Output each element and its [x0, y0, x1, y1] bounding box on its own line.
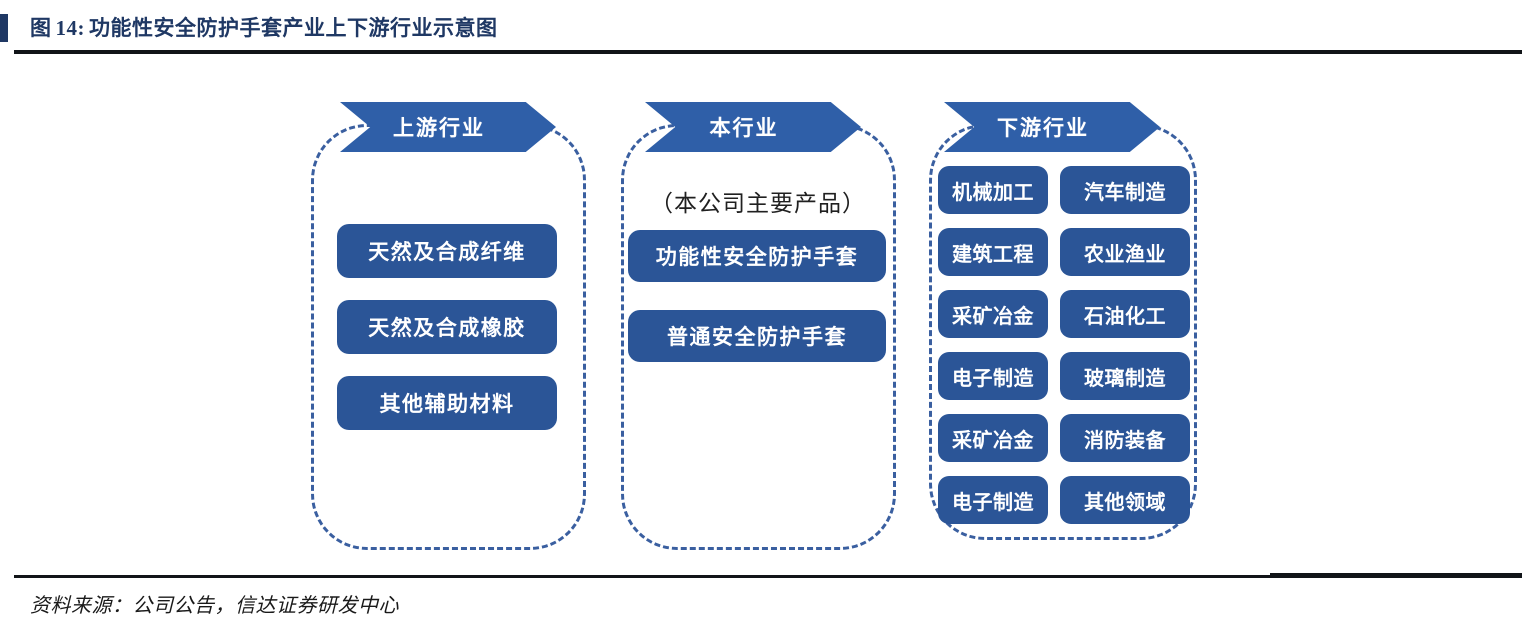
- chip-label: 天然及合成纤维: [368, 241, 526, 264]
- banner-upstream-label: 上游行业: [393, 117, 485, 140]
- chip-label: 普通安全防护手套: [667, 326, 847, 349]
- chip-downstream-r4c1: 电子制造: [938, 352, 1048, 400]
- banner-downstream: 下游行业: [944, 102, 1160, 152]
- chip-downstream-r2c2: 农业渔业: [1060, 228, 1190, 276]
- chip-label: 采矿冶金: [952, 429, 1034, 452]
- chip-label: 消防装备: [1084, 429, 1166, 452]
- chip-label: 玻璃制造: [1084, 367, 1166, 390]
- banner-this-industry-label: 本行业: [709, 117, 779, 140]
- chip-upstream-3: 其他辅助材料: [337, 376, 557, 430]
- chip-label: 汽车制造: [1084, 181, 1166, 204]
- figure-number: 14:: [55, 16, 85, 40]
- figure-title-text: 功能性安全防护手套产业上下游行业示意图: [89, 16, 498, 40]
- diagram-canvas: 上游行业 天然及合成纤维 天然及合成橡胶 其他辅助材料 本行业 （本公司主要产品…: [0, 56, 1536, 566]
- chip-downstream-r3c2: 石油化工: [1060, 290, 1190, 338]
- chip-upstream-1: 天然及合成纤维: [337, 224, 557, 278]
- chip-label: 功能性安全防护手套: [655, 246, 859, 269]
- chip-label: 电子制造: [952, 491, 1034, 514]
- chip-downstream-r6c1: 电子制造: [938, 476, 1048, 524]
- chip-downstream-r1c1: 机械加工: [938, 166, 1048, 214]
- chip-downstream-r3c1: 采矿冶金: [938, 290, 1048, 338]
- chip-downstream-r4c2: 玻璃制造: [1060, 352, 1190, 400]
- chip-upstream-2: 天然及合成橡胶: [337, 300, 557, 354]
- chip-downstream-r2c1: 建筑工程: [938, 228, 1048, 276]
- chip-label: 其他辅助材料: [379, 393, 515, 416]
- chip-label: 采矿冶金: [952, 305, 1034, 328]
- chip-label: 机械加工: [952, 181, 1034, 204]
- footer-divider-right: [1270, 573, 1522, 578]
- chip-label: 农业渔业: [1084, 243, 1166, 266]
- chip-downstream-r5c2: 消防装备: [1060, 414, 1190, 462]
- source-note: 资料来源：公司公告，信达证券研发中心: [30, 595, 399, 617]
- header-divider: [14, 50, 1522, 54]
- chip-downstream-r6c2: 其他领域: [1060, 476, 1190, 524]
- chip-label: 建筑工程: [952, 243, 1034, 266]
- figure-label: 图: [30, 16, 52, 40]
- chip-product-2: 普通安全防护手套: [628, 310, 886, 362]
- chip-label: 石油化工: [1084, 305, 1166, 328]
- chip-label: 其他领域: [1084, 491, 1166, 514]
- this-industry-note: （本公司主要产品）: [650, 190, 866, 216]
- banner-this-industry: 本行业: [645, 102, 861, 152]
- chip-label: 天然及合成橡胶: [368, 317, 526, 340]
- banner-downstream-label: 下游行业: [997, 117, 1089, 140]
- chip-downstream-r1c2: 汽车制造: [1060, 166, 1190, 214]
- chip-product-1: 功能性安全防护手套: [628, 230, 886, 282]
- footer-divider-left: [14, 575, 1270, 578]
- chip-label: 电子制造: [952, 367, 1034, 390]
- header-accent-bar: [0, 14, 8, 42]
- banner-upstream: 上游行业: [340, 102, 556, 152]
- chip-downstream-r5c1: 采矿冶金: [938, 414, 1048, 462]
